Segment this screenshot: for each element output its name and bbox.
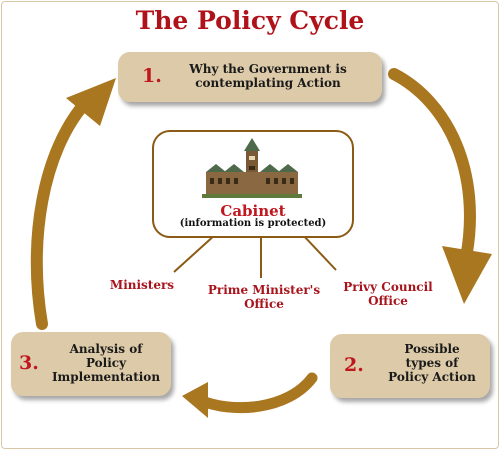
label-ministers: Ministers — [109, 278, 175, 292]
arrow-step1-to-step2 — [388, 68, 492, 304]
step-2-number: 2. — [344, 354, 364, 376]
parliament-building-icon — [202, 138, 302, 198]
label-prime-ministers-office: Prime Minister's Office — [207, 283, 321, 311]
cabinet-box: Cabinet (information is protected) — [152, 130, 354, 238]
cabinet-subtitle: (information is protected) — [179, 218, 327, 229]
step-1-number: 1. — [142, 65, 162, 87]
arrow-step3-to-step1 — [30, 78, 116, 330]
diagram-title: The Policy Cycle — [135, 6, 365, 35]
connector-ministers — [173, 233, 217, 273]
step-2-box: 2. Possible types of Policy Action — [330, 334, 490, 398]
step-1-box: 1. Why the Government is contemplating A… — [118, 52, 382, 102]
label-privy-council-office: Privy Council Office — [343, 280, 433, 308]
step-3-number: 3. — [19, 352, 39, 374]
connector-pco — [301, 233, 337, 271]
step-3-box: 3. Analysis of Policy Implementation — [11, 332, 171, 396]
step-2-text: Possible types of Policy Action — [388, 342, 476, 384]
step-1-text: Why the Government is contemplating Acti… — [189, 62, 347, 90]
cabinet-title: Cabinet — [220, 202, 286, 220]
step-3-text: Analysis of Policy Implementation — [51, 342, 161, 384]
arrow-step2-to-step3 — [182, 372, 318, 418]
